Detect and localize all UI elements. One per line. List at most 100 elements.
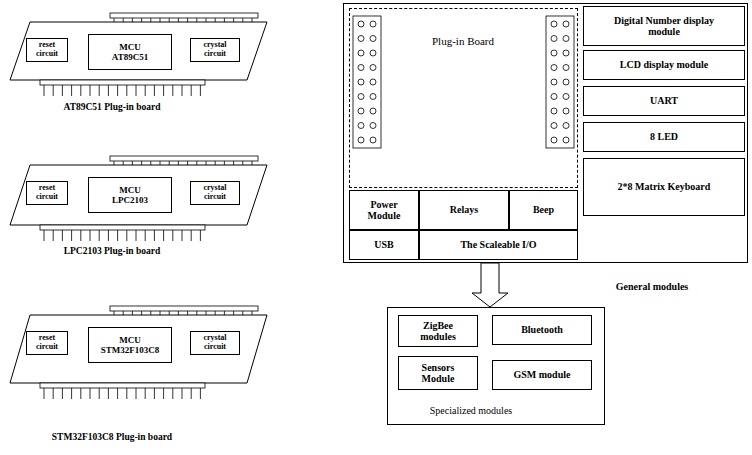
pin-header [110, 13, 258, 18]
pin [163, 388, 164, 399]
module-box: reset circuit [26, 331, 68, 355]
pin [136, 85, 137, 96]
pin [123, 161, 124, 165]
pin [136, 230, 137, 241]
pin [108, 85, 109, 96]
module-box: ZigBee modulesBluetoothSensors ModuleGSM… [387, 307, 605, 425]
pin [252, 311, 253, 315]
pin [233, 161, 234, 165]
pin [169, 311, 170, 315]
module-label: Beep [533, 204, 554, 215]
pin [150, 311, 151, 315]
pin [182, 85, 183, 96]
module-label: MCU AT89C51 [112, 42, 148, 62]
module-box: UART [583, 86, 745, 116]
pin [196, 18, 197, 22]
socket-hole [563, 137, 569, 143]
pin [178, 18, 179, 22]
socket-hole [370, 36, 376, 42]
socket-hole [551, 79, 557, 85]
module-box: crystal circuit [190, 181, 240, 205]
module-box: LCD display module [583, 50, 745, 80]
socket-hole [551, 36, 557, 42]
pin [62, 388, 63, 399]
socket-hole [370, 123, 376, 129]
module-box: Beep [509, 190, 578, 230]
module-box: Digital Number display module [583, 6, 745, 46]
socket-hole [370, 108, 376, 114]
socket-hole [370, 65, 376, 71]
plug-in-board: reset circuitMCU STM32F103C8crystal circ… [10, 315, 275, 383]
socket-hole [551, 94, 557, 100]
socket-hole [563, 94, 569, 100]
socket-hole [551, 50, 557, 56]
pin [252, 161, 253, 165]
pin [99, 85, 100, 96]
pin [145, 85, 146, 96]
pin [154, 85, 155, 96]
pin [196, 311, 197, 315]
pin [53, 230, 54, 241]
module-box: crystal circuit [190, 38, 240, 62]
pin [145, 388, 146, 399]
module-label: 2*8 Matrix Keyboard [618, 181, 711, 192]
pin [44, 388, 45, 399]
pin [200, 230, 201, 241]
socket-hole [563, 36, 569, 42]
module-label: crystal circuit [203, 184, 226, 202]
pin-header [110, 156, 258, 161]
pin [62, 85, 63, 96]
module-label: The Scaleable I/O [460, 239, 536, 250]
socket-hole [563, 108, 569, 114]
pin [71, 85, 72, 96]
pin-header [40, 383, 205, 388]
pin [215, 18, 216, 22]
socket-hole [358, 79, 364, 85]
node-heading: AT89C51 Plug-in board [64, 102, 161, 113]
module-box: 2*8 Matrix Keyboard [583, 158, 745, 216]
socket-hole [358, 108, 364, 114]
node-heading: STM32F103C8 Plug-in board [52, 432, 172, 443]
pin [99, 230, 100, 241]
pin [99, 388, 100, 399]
pin [90, 388, 91, 399]
plug-in-board: reset circuitMCU AT89C51crystal circuitA… [10, 22, 275, 80]
module-box: MCU LPC2103 [88, 177, 172, 213]
pin [145, 230, 146, 241]
pin-header [110, 306, 258, 311]
pin [160, 18, 161, 22]
pin [224, 311, 225, 315]
socket-hole [563, 50, 569, 56]
node-heading: LPC2103 Plug-in board [64, 246, 161, 257]
pin [71, 230, 72, 241]
pin [191, 388, 192, 399]
pin [150, 161, 151, 165]
pin-header [40, 80, 205, 85]
pin [182, 388, 183, 399]
pin [169, 18, 170, 22]
pin [114, 311, 115, 315]
pin [160, 161, 161, 165]
pin [163, 85, 164, 96]
plug-in-board: reset circuitMCU LPC2103crystal circuitL… [10, 165, 275, 225]
pin [44, 230, 45, 241]
board-plate [10, 165, 267, 225]
module-box: 8 LED [583, 122, 745, 152]
pin [172, 230, 173, 241]
module-box: USB [349, 230, 419, 260]
pin [108, 388, 109, 399]
module-box: Relays [419, 190, 509, 230]
module-box: ZigBee modules [398, 315, 478, 347]
module-label: Power Module [368, 199, 401, 221]
pin [44, 85, 45, 96]
pin [117, 85, 118, 96]
pin [123, 18, 124, 22]
pin [141, 161, 142, 165]
pin [132, 18, 133, 22]
pin [123, 311, 124, 315]
module-label: Digital Number display module [608, 15, 720, 37]
plug-in-area: Plug-in Board [349, 8, 578, 188]
socket-hole [370, 50, 376, 56]
module-box: MCU STM32F103C8 [88, 327, 172, 363]
